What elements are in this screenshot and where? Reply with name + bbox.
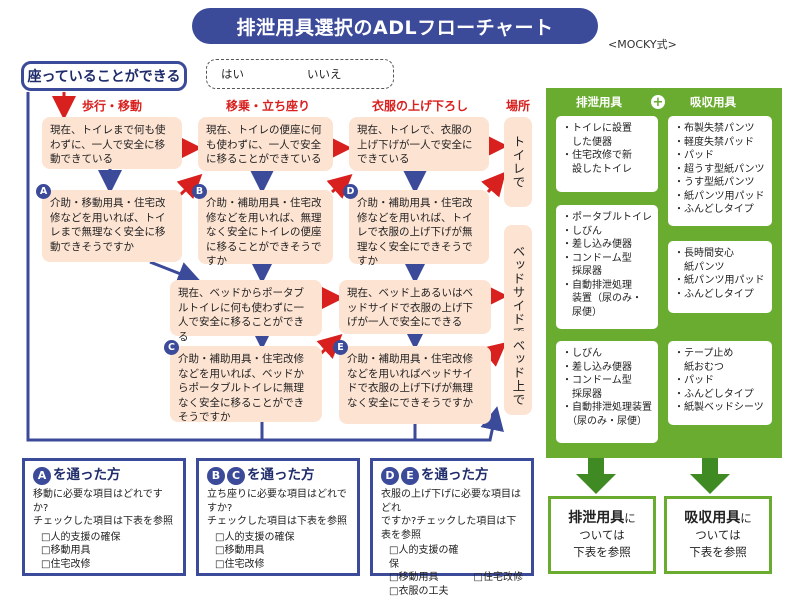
list-item: ・ふんどしタイプ — [674, 388, 766, 402]
list-item: ・ふんどしタイプ — [674, 288, 766, 302]
question-current-bed-transfer: 現在、ベッドからポータブルトイレに何も使わずに一人で安全に移ることができる — [170, 280, 322, 336]
checkbox-item[interactable]: □人的支援の確保 — [389, 544, 468, 571]
column-header-clothes: 衣服の上げ下ろし — [372, 97, 468, 114]
marker-a: A — [33, 467, 51, 485]
column-header-transfer: 移乗・立ち座り — [226, 97, 310, 114]
absorption-list-3: ・テープ止め 紙おむつ・パッド・ふんどしタイプ・紙製ベッドシーツ — [668, 341, 772, 425]
absorption-list-1: ・布製失禁パンツ・軽度失禁パッド・パッド・超うす型紙パンツ・うす型紙パンツ・紙パ… — [668, 116, 772, 226]
question-current-bedside-clothes: 現在、ベッド上あるいはベッドサイドで衣服の上げ下げが一人で安全にできる — [339, 280, 491, 334]
marker-d: D — [343, 184, 358, 199]
excretion-list-3: ・しびん・差し込み便器・コンドーム型 採尿器・自動排泄処理装置 （尿のみ・尿便） — [556, 341, 658, 443]
checkbox-item[interactable]: □住宅改修 — [41, 558, 175, 572]
list-item: 装置（尿のみ・ — [562, 292, 652, 306]
list-item: ・軽度失禁パッド — [674, 136, 766, 150]
legend: はい いいえ — [206, 59, 394, 89]
question-current-clothes: 現在、トイレで、衣服の上げ下げが一人で安全にできている — [349, 117, 489, 171]
list-item: ・しびん — [562, 347, 652, 361]
list-item: ・紙製ベッドシーツ — [674, 401, 766, 415]
marker-c: C — [164, 340, 179, 355]
panel-head-absorption: 吸収用具 — [690, 94, 736, 110]
list-item: ・トイレに設置 — [562, 122, 652, 136]
plus-icon: + — [651, 95, 665, 109]
checkbox-item[interactable]: □住宅改修 — [215, 558, 349, 572]
legend-no-label: いいえ — [307, 66, 342, 82]
checkbox-item[interactable]: □人的支援の確保 — [41, 531, 175, 545]
list-item: ・住宅改修で新 — [562, 149, 652, 163]
excretion-list-2: ・ポータブルトイレ・しびん・差し込み便器・コンドーム型 採尿器・自動排泄処理 装… — [556, 205, 658, 329]
green-arrow-left — [576, 452, 616, 494]
marker-e: E — [333, 340, 348, 355]
list-item: ・自動排泄処理 — [562, 279, 652, 293]
question-current-move: 現在、トイレまで何も使わずに、一人で安全に移動できている — [42, 117, 182, 169]
list-item: ・超うす型紙パンツ — [674, 163, 766, 177]
start-node: 座っていることができる — [21, 61, 187, 91]
list-item: ・コンドーム型 — [562, 252, 652, 266]
list-item: ・自動排泄処理装置 — [562, 401, 652, 415]
list-item: ・紙パンツ用パッド — [674, 274, 766, 288]
list-item: ・うす型紙パンツ — [674, 176, 766, 190]
marker-e: E — [401, 467, 419, 485]
excretion-list-1: ・トイレに設置 した便器・住宅改修で新 設したトイレ — [556, 116, 658, 192]
question-assisted-bed-transfer: 介助・補助用具・住宅改修などを用いれば、ベッドからポータブルトイレに無理なく安全… — [170, 346, 322, 422]
place-toilet: トイレで — [504, 117, 532, 207]
list-item: ・紙パンツ用パッド — [674, 190, 766, 204]
list-item: 採尿器 — [562, 388, 652, 402]
checkbox-item[interactable]: □人的支援の確保 — [215, 531, 349, 545]
marker-d: D — [381, 467, 399, 485]
green-arrow-right — [690, 452, 730, 494]
list-item: ・コンドーム型 — [562, 374, 652, 388]
question-assisted-transfer: 介助・補助用具・住宅改修などを用いれば、無理なく安全にトイレの便座に移ることがで… — [198, 190, 333, 264]
legend-yes-label: はい — [221, 66, 244, 82]
list-item: ・差し込み便器 — [562, 238, 652, 252]
checkbox-item[interactable]: □移動用具 — [215, 544, 349, 558]
column-header-place: 場所 — [506, 97, 530, 114]
column-header-move: 歩行・移動 — [82, 97, 142, 114]
ref-excretion-devices: 排泄用具に ついては 下表を参照 — [548, 496, 656, 574]
marker-c: C — [227, 467, 245, 485]
checkbox-item[interactable]: □住宅改修 — [474, 571, 523, 585]
list-item: 採尿器 — [562, 265, 652, 279]
list-item: 設したトイレ — [562, 163, 652, 177]
list-item: ・ポータブルトイレ — [562, 211, 652, 225]
list-item: ・テープ止め — [674, 347, 766, 361]
question-assisted-clothes: 介助・補助用具・住宅改修などを用いれば、トイレで衣服の上げ下げが無理なく安全にで… — [349, 190, 489, 264]
list-item: ・ふんどしタイプ — [674, 203, 766, 217]
marker-a: A — [36, 184, 51, 199]
list-item: 紙パンツ — [674, 261, 766, 275]
marker-b: B — [192, 184, 207, 199]
panel-head-excretion: 排泄用具 — [576, 94, 622, 110]
list-item: （尿のみ・尿便） — [562, 415, 652, 429]
absorption-list-2: ・長時間安心 紙パンツ・紙パンツ用パッド・ふんどしタイプ — [668, 241, 772, 313]
place-bed: ベッド上で — [504, 331, 532, 415]
list-item: ・長時間安心 — [674, 247, 766, 261]
list-item: した便器 — [562, 136, 652, 150]
ref-absorption-devices: 吸収用具に ついては 下表を参照 — [664, 496, 772, 574]
question-assisted-move: 介助・移動用具・住宅改修などを用いれば、トイレまで無理なく安全に移動できそうです… — [42, 190, 182, 262]
list-item: ・しびん — [562, 225, 652, 239]
checkbox-item[interactable]: □移動用具 — [41, 544, 175, 558]
list-item: ・差し込み便器 — [562, 361, 652, 375]
list-item: ・布製失禁パンツ — [674, 122, 766, 136]
list-item: ・パッド — [674, 374, 766, 388]
list-item: ・パッド — [674, 149, 766, 163]
question-current-transfer: 現在、トイレの便座に何も使わずに、一人で安全に移ることができている — [198, 117, 333, 171]
list-item: 紙おむつ — [674, 361, 766, 375]
marker-b: B — [207, 467, 225, 485]
question-assisted-bedside-clothes: 介助・補助用具・住宅改修などを用いればベッドサイドで衣服の上げ下げが無理なく安全… — [339, 346, 491, 424]
checkbox-item[interactable]: □移動用具 — [389, 571, 468, 585]
list-item: 尿便） — [562, 306, 652, 320]
